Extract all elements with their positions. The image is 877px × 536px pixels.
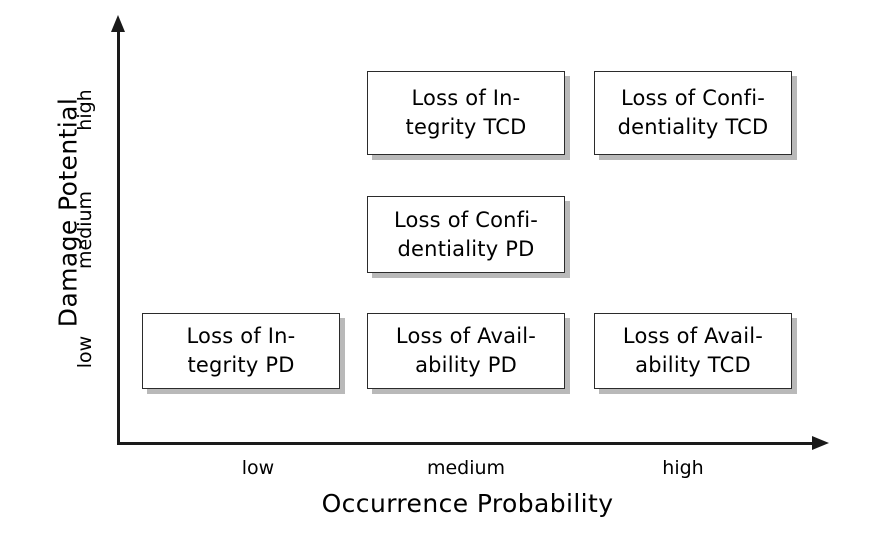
risk-box[interactable]: Loss of Avail- ability TCD <box>594 313 792 389</box>
risk-box[interactable]: Loss of In- tegrity TCD <box>367 71 565 155</box>
risk-box-line: dentiality PD <box>397 236 535 261</box>
risk-box-line: ability PD <box>415 353 517 377</box>
risk-box-line: ability TCD <box>635 353 751 377</box>
risk-box-line: dentiality TCD <box>617 115 769 139</box>
risk-box-line: Loss of Avail- <box>395 324 537 349</box>
y-axis-arrow-icon <box>111 15 125 32</box>
y-tick-label-high: high <box>74 89 96 131</box>
risk-box[interactable]: Loss of In- tegrity PD <box>142 313 340 389</box>
x-tick-label-low: low <box>241 457 275 479</box>
risk-box-line: Loss of In- <box>411 86 521 111</box>
risk-box-line: Loss of Avail- <box>622 324 764 349</box>
x-tick-label-medium: medium <box>426 457 506 479</box>
x-axis-title: Occurrence Probability <box>321 489 614 518</box>
risk-box[interactable]: Loss of Avail- ability PD <box>367 313 565 389</box>
x-axis-arrow-icon <box>812 435 829 450</box>
risk-box-line: Loss of Confi- <box>393 207 539 232</box>
risk-box[interactable]: Loss of Confi- dentiality PD <box>367 196 565 273</box>
y-tick-label-low: low <box>74 335 96 369</box>
x-axis-line <box>117 442 817 445</box>
x-tick-label-high: high <box>662 457 704 479</box>
risk-box-line: tegrity TCD <box>405 115 527 139</box>
risk-box[interactable]: Loss of Confi- dentiality TCD <box>594 71 792 155</box>
y-tick-label-medium: medium <box>74 190 96 270</box>
y-axis-line <box>117 28 120 445</box>
risk-box-line: tegrity PD <box>187 353 295 377</box>
risk-box-line: Loss of Confi- <box>620 86 766 111</box>
risk-box-line: Loss of In- <box>186 324 296 349</box>
